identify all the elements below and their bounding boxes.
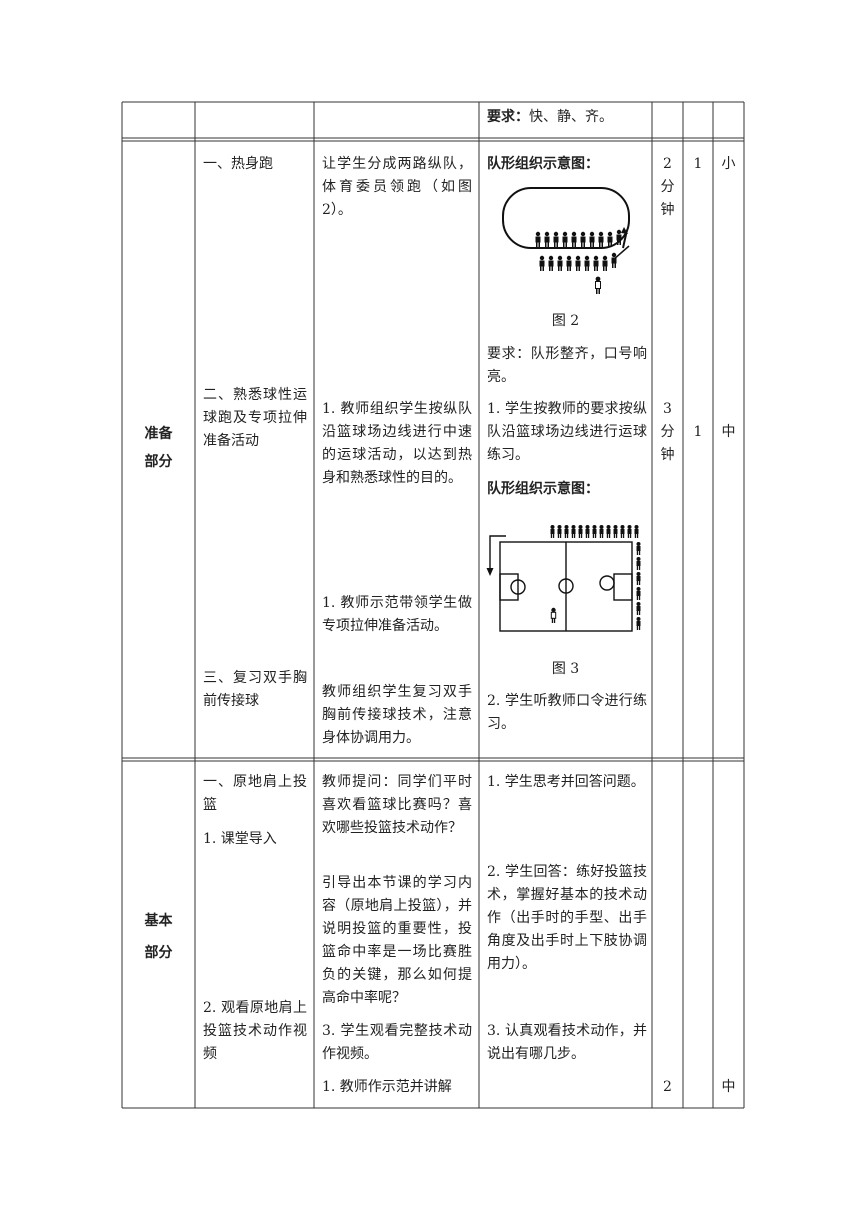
section-prep-line1: 准备	[144, 426, 173, 442]
warmup-time: 2 分 钟	[652, 153, 683, 222]
basic-step-2: 2. 观看原地肩上投篮技术动作视频	[203, 1000, 307, 1062]
figure-2-running-track	[502, 187, 630, 294]
basic-step-1: 1. 课堂导入	[203, 831, 277, 847]
section-basic-line2: 部分	[144, 945, 173, 961]
basic-teacher-demo: 1. 教师作示范并讲解	[322, 1079, 452, 1095]
basic-teacher-question: 教师提问：同学们平时喜欢看篮球比赛吗？喜欢哪些投篮技术动作？	[322, 774, 472, 836]
pass-teacher: 教师组织学生复习双手胸前传接球技术，注意身体协调用力。	[322, 684, 472, 746]
basic-student-1: 1. 学生思考并回答问题。	[487, 774, 645, 790]
row0-requirement-text: 快、静、齐。	[529, 109, 613, 125]
dribble-time-unit-2: 钟	[660, 447, 675, 463]
dribble-teacher-2: 1. 教师示范带领学生做专项拉伸准备活动。	[322, 595, 472, 634]
warmup-time-value: 2	[663, 156, 672, 172]
warmup-teacher: 让学生分成两路纵队，体育委员领跑（如图2）。	[322, 156, 472, 218]
figure-3-basketball-court	[486, 525, 641, 632]
dribble-student-1: 1. 学生按教师的要求按纵队沿篮球场边线进行运球练习。	[487, 401, 647, 463]
basic-teacher-video: 3. 学生观看完整技术动作视频。	[322, 1023, 472, 1062]
dribble-intensity: 中	[721, 424, 736, 440]
basic-intensity: 中	[721, 1079, 736, 1095]
warmup-title: 一、热身跑	[203, 156, 273, 172]
basic-time: 2	[663, 1079, 672, 1095]
dribble-time-unit-1: 分	[660, 424, 675, 440]
warmup-time-unit-2: 钟	[660, 202, 675, 218]
pass-student: 2. 学生听教师口令进行练习。	[487, 693, 647, 732]
pass-title: 三、复习双手胸前传接球	[203, 670, 307, 709]
warmup-time-unit-1: 分	[660, 179, 675, 195]
dribble-time-value: 3	[663, 401, 672, 417]
teacher-figure	[595, 276, 601, 294]
basic-student-3: 3. 认真观看技术动作，并说出有哪几步。	[487, 1023, 647, 1062]
dribble-count: 1	[693, 424, 703, 440]
dribble-title: 二、熟悉球性运球跑及专项拉伸准备活动	[203, 387, 307, 449]
warmup-intensity: 小	[721, 156, 736, 172]
section-basic: 基本 部分	[122, 905, 195, 969]
dribble-time: 3 分 钟	[652, 398, 683, 467]
warmup-formation-label: 队形组织示意图：	[487, 156, 599, 172]
basic-teacher-guide: 引导出本节课的学习内容（原地肩上投篮），并说明投篮的重要性，投篮命中率是一场比赛…	[322, 875, 472, 1006]
warmup-count: 1	[693, 156, 703, 172]
figure-2-caption: 图 2	[551, 313, 580, 329]
row0-requirement: 要求：快、静、齐。	[487, 109, 613, 125]
dribble-formation-label: 队形组织示意图：	[487, 481, 599, 497]
basic-topic: 一、原地肩上投篮	[203, 774, 307, 813]
section-prep-line2: 部分	[144, 454, 173, 470]
basic-student-2: 2. 学生回答：练好投篮技术，掌握好基本的技术动作（出手时的手型、出手角度及出手…	[487, 864, 647, 972]
warmup-requirement: 要求：队形整齐，口号响亮。	[487, 346, 647, 385]
figure-3-caption: 图 3	[551, 661, 580, 677]
section-prep: 准备 部分	[122, 420, 195, 476]
dribble-teacher-1: 1. 教师组织学生按纵队沿篮球场边线进行中速的运球活动，以达到热身和熟悉球性的目…	[322, 401, 472, 486]
section-basic-line1: 基本	[144, 913, 173, 929]
